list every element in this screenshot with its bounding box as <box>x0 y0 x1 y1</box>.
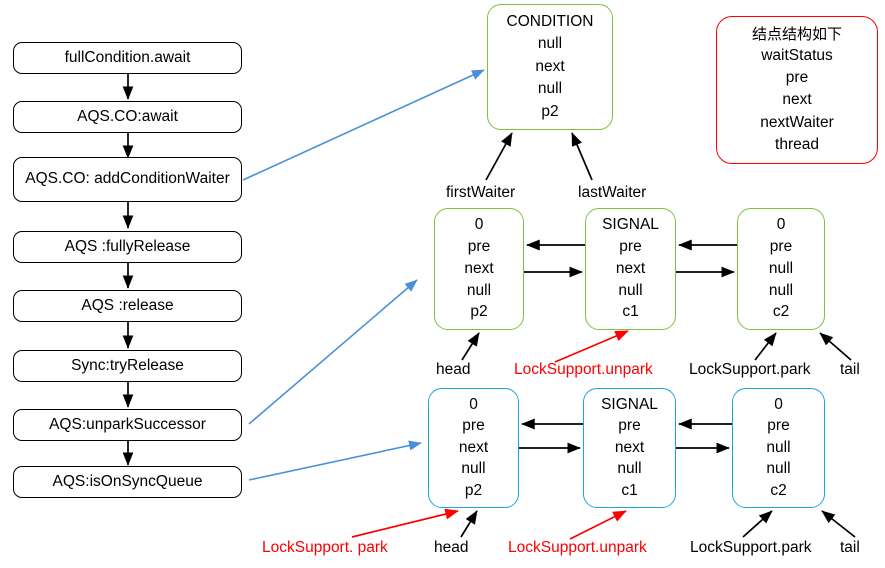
label-last-waiter: lastWaiter <box>578 184 647 201</box>
blue-node-0-field-3: null <box>461 460 486 478</box>
flow-step-label: AQS :release <box>81 296 174 314</box>
condition-field-1: null <box>537 35 563 53</box>
green-annotation-park: LockSupport.park <box>689 361 811 378</box>
flow-step-label: Sync:tryRelease <box>71 356 184 374</box>
flow-step-label: AQS:isOnSyncQueue <box>52 472 203 490</box>
legend-field-pre: pre <box>785 69 809 87</box>
green-node-2-field-2: null <box>768 259 794 277</box>
blue-node-2-field-1: pre <box>767 417 790 435</box>
label-first-waiter: firstWaiter <box>446 184 516 201</box>
flow-step-label: AQS.CO:await <box>77 107 178 125</box>
connector-addconditionwaiter-to-condition <box>242 69 485 181</box>
blue-annotation-head: head <box>434 539 469 556</box>
condition-field-2: next <box>535 57 565 75</box>
flow-step-label: AQS:unparkSuccessor <box>49 415 206 433</box>
green-node-2-field-1: pre <box>769 238 793 256</box>
condition-node[interactable]: CONDITION null next null p2 <box>487 4 613 130</box>
green-node-2-field-4: c2 <box>772 303 790 321</box>
connector-unparksuccessor-to-green-head <box>248 279 418 425</box>
condition-field-0: CONDITION <box>506 13 594 31</box>
green-node-0-field-1: pre <box>467 238 491 256</box>
flow-step-label: AQS :fullyRelease <box>64 237 191 255</box>
green-node-2-field-0: 0 <box>776 216 786 234</box>
blue-node-0-field-0: 0 <box>469 396 478 414</box>
condition-pointer-arrows <box>485 132 593 181</box>
blue-annotation-park-left: LockSupport. park <box>262 539 388 556</box>
green-node-1-field-4: c1 <box>622 303 639 321</box>
flow-step-label-line1: AQS.CO: <box>25 170 90 188</box>
blue-node-2-field-4: c2 <box>770 481 787 499</box>
blue-annotation-unpark: LockSupport.unpark <box>508 539 647 556</box>
blue-node-1-field-1: pre <box>618 417 641 435</box>
blue-node-signal[interactable]: SIGNAL pre next null c1 <box>583 388 676 508</box>
blue-node-2-field-2: null <box>766 438 791 456</box>
blue-annotation-tail: tail <box>840 539 860 556</box>
flow-step-is-on-sync-queue[interactable]: AQS:isOnSyncQueue <box>13 466 242 498</box>
legend-field-thread: thread <box>775 135 819 153</box>
blue-node-2-field-3: null <box>766 460 791 478</box>
blue-node-2-field-0: 0 <box>774 396 783 414</box>
flow-step-add-condition-waiter[interactable]: AQS.CO: addConditionWaiter <box>13 157 242 202</box>
blue-annotation-park-right: LockSupport.park <box>690 539 812 556</box>
green-annotation-unpark: LockSupport.unpark <box>514 361 653 378</box>
green-annotation-tail: tail <box>840 361 860 378</box>
legend-field-nextwaiter: nextWaiter <box>760 113 834 131</box>
connector-isonsyncqueue-to-blue-head <box>248 440 422 481</box>
condition-field-4: p2 <box>541 102 559 120</box>
green-node-0-field-0: 0 <box>474 216 484 234</box>
flow-step-unpark-successor[interactable]: AQS:unparkSuccessor <box>13 409 242 441</box>
flow-step-fully-release[interactable]: AQS :fullyRelease <box>13 231 242 263</box>
green-node-1-field-1: pre <box>619 238 642 256</box>
flow-step-release[interactable]: AQS :release <box>13 290 242 322</box>
blue-node-1-field-3: null <box>617 460 642 478</box>
blue-node-1-field-2: next <box>614 438 645 456</box>
node-structure-legend: 结点结构如下 waitStatus pre next nextWaiter th… <box>716 16 878 164</box>
flow-step-label-line2: addConditionWaiter <box>94 170 230 188</box>
blue-node-1-field-0: SIGNAL <box>601 396 658 414</box>
blue-annotation-arrows <box>351 508 856 540</box>
green-node-0-field-2: next <box>464 259 494 277</box>
green-node-tail[interactable]: 0 pre null null c2 <box>737 208 825 330</box>
condition-field-3: null <box>537 80 563 98</box>
legend-heading: 结点结构如下 <box>751 25 842 44</box>
flow-step-label: fullCondition.await <box>64 48 191 66</box>
blue-node-tail[interactable]: 0 pre null null c2 <box>732 388 825 508</box>
green-node-1-field-0: SIGNAL <box>602 216 659 234</box>
green-node-signal[interactable]: SIGNAL pre next null c1 <box>585 208 676 330</box>
flow-step-fullcondition-await[interactable]: fullCondition.await <box>13 42 242 74</box>
flow-step-aqs-co-await[interactable]: AQS.CO:await <box>13 101 242 133</box>
blue-node-0-field-4: p2 <box>464 481 483 499</box>
green-annotation-head: head <box>436 361 471 378</box>
green-node-1-field-3: null <box>618 281 643 299</box>
green-node-1-field-2: next <box>615 259 646 277</box>
legend-field-waitstatus: waitStatus <box>761 47 833 65</box>
green-node-0-field-3: null <box>466 281 492 299</box>
blue-node-head[interactable]: 0 pre next null p2 <box>428 388 519 508</box>
green-node-0-field-4: p2 <box>470 303 488 321</box>
legend-field-next: next <box>782 91 812 109</box>
blue-node-0-field-1: pre <box>462 417 485 435</box>
blue-node-0-field-2: next <box>458 438 489 456</box>
blue-node-1-field-4: c1 <box>621 481 638 499</box>
green-annotation-arrows <box>461 330 852 363</box>
green-node-2-field-3: null <box>768 281 794 299</box>
green-node-head[interactable]: 0 pre next null p2 <box>434 208 524 330</box>
flow-step-try-release[interactable]: Sync:tryRelease <box>13 350 242 382</box>
